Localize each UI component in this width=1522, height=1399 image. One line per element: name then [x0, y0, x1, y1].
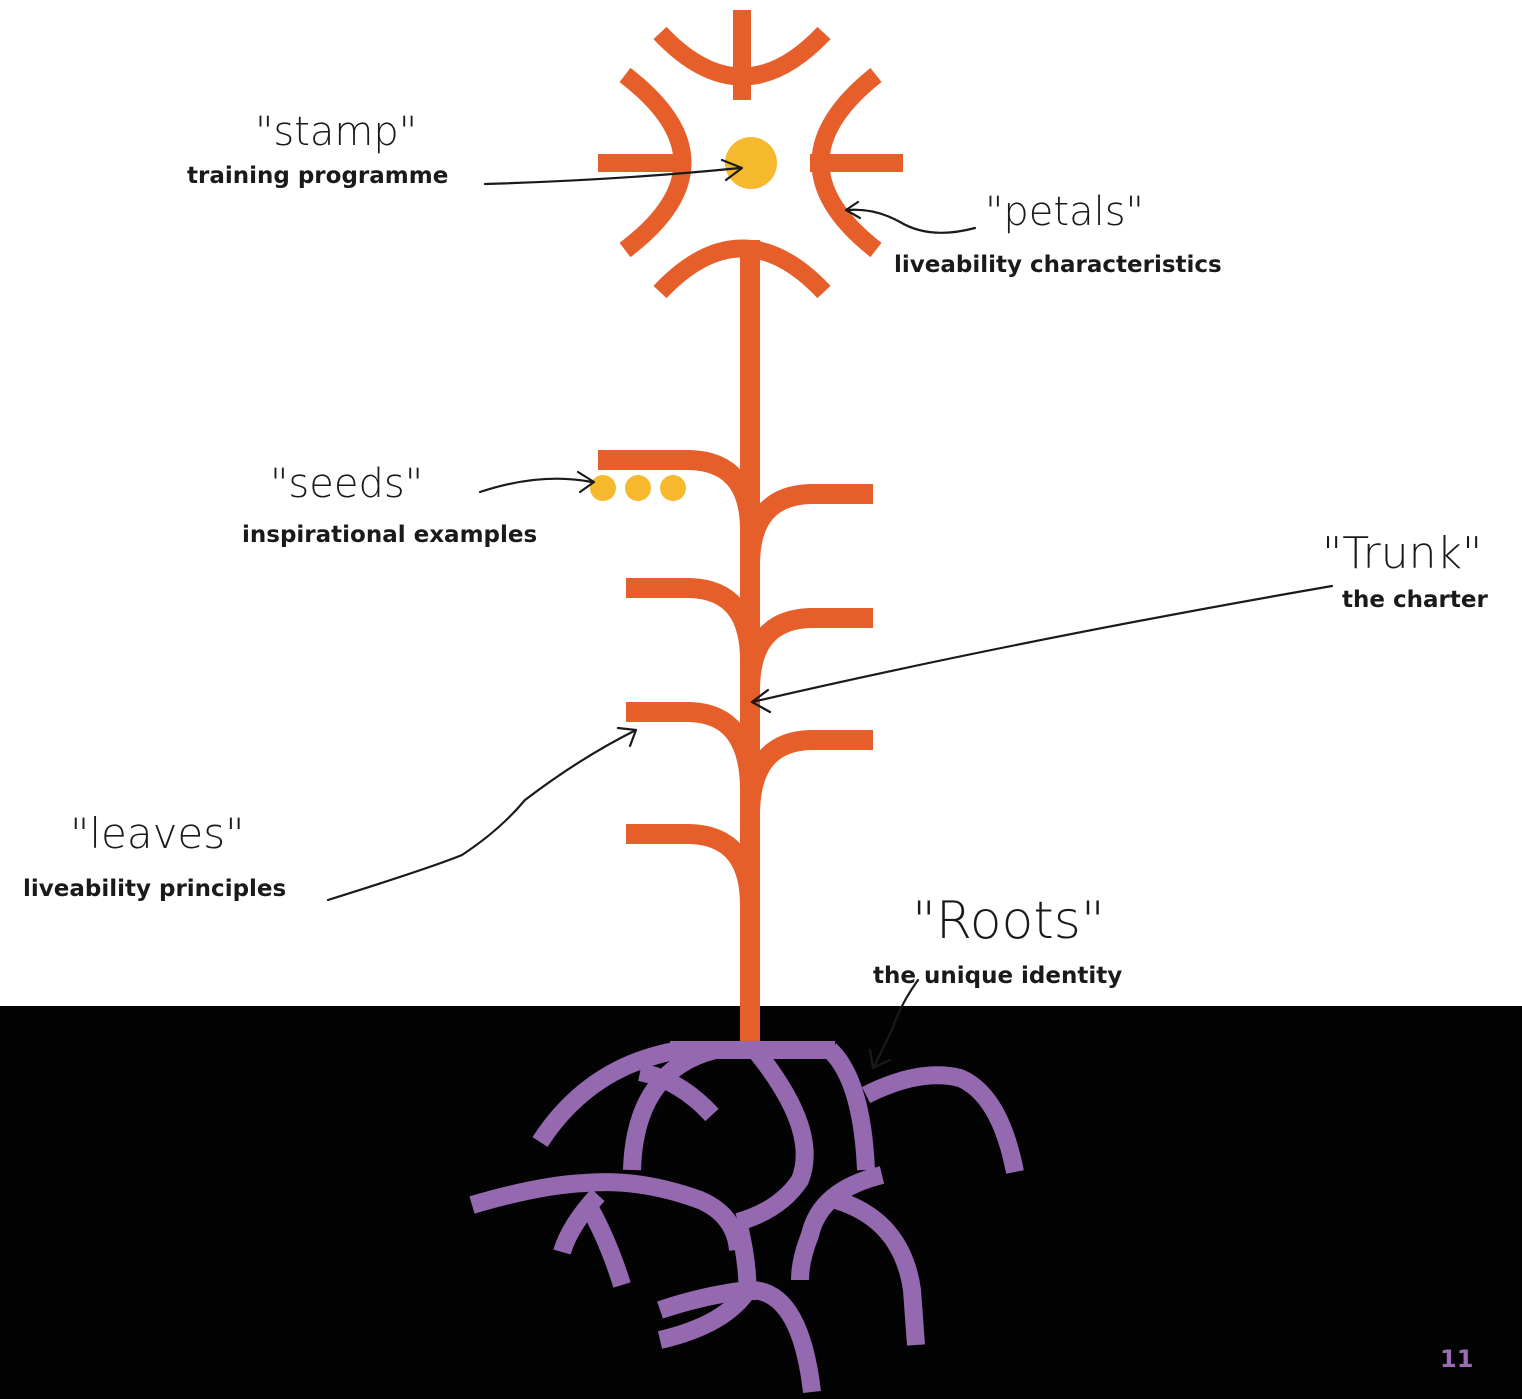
trunk-script-label: "Trunk" [1322, 528, 1482, 579]
roots [472, 1050, 1015, 1392]
trunk-caption: the charter [1342, 587, 1488, 613]
seeds-caption: inspirational examples [242, 522, 537, 548]
roots-script-label: "Roots" [912, 891, 1105, 951]
trunk-and-leaves [598, 240, 873, 1045]
stamp-caption: training programme [187, 163, 448, 189]
seed-dots [590, 475, 686, 501]
leaves-script-label: "leaves" [70, 809, 244, 858]
leaves-caption: liveability principles [23, 876, 286, 902]
page-number: 11 [1440, 1345, 1480, 1373]
stamp-script-label: "stamp" [255, 109, 417, 155]
petals-script-label: "petals" [985, 189, 1144, 235]
petals-caption: liveability characteristics [894, 252, 1222, 278]
roots-caption: the unique identity [873, 963, 1122, 989]
seeds-script-label: "seeds" [270, 461, 423, 507]
stamp-circle [725, 137, 777, 189]
